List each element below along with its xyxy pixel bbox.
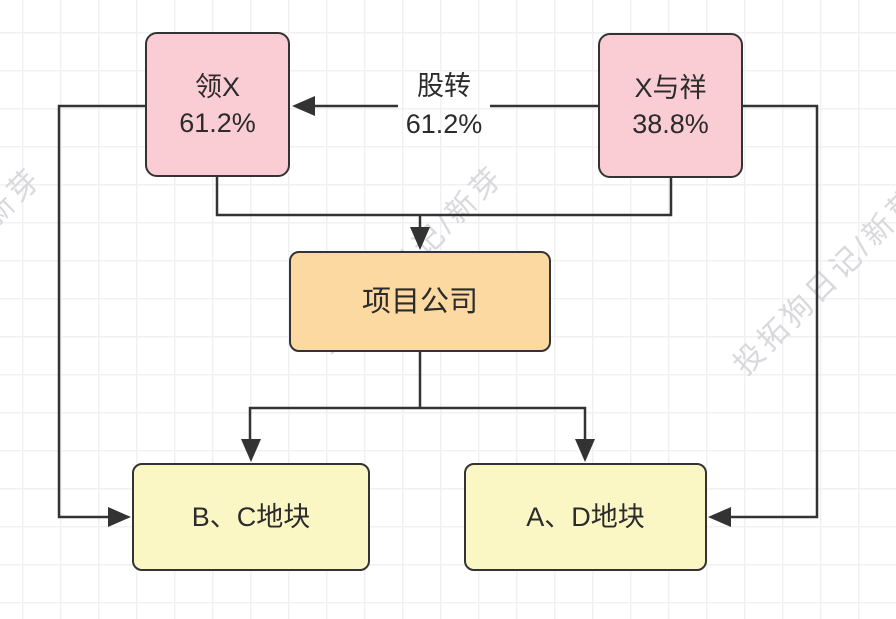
arrowhead-into-parcel-ad-right <box>708 507 731 527</box>
node-percentage: 38.8% <box>632 108 709 139</box>
edge-label-line2: 61.2% <box>405 109 483 139</box>
arrowhead-into-left-shareholder <box>292 96 315 116</box>
edge-label-line1: 股转 <box>417 71 471 101</box>
arrowhead-into-parcel-bc-left <box>108 507 131 527</box>
connector-right-shareholder-to-parcel-ad <box>727 104 819 519</box>
node-label: 领X <box>194 71 240 102</box>
node-project-company: 项目公司 <box>289 251 551 352</box>
arrowhead-into-parcel-ad-top <box>575 439 595 462</box>
connector-left-shareholder-to-parcel-bc <box>57 104 145 519</box>
node-label: 项目公司 <box>361 285 478 318</box>
node-label: B、C地块 <box>191 502 311 532</box>
node-percentage: 61.2% <box>179 107 256 138</box>
edge-label-share-transfer: 股转 61.2% <box>379 67 509 143</box>
connector-project-to-parcels <box>248 352 587 442</box>
arrowhead-into-parcel-bc-top <box>241 439 261 462</box>
node-label: A、D地块 <box>526 502 645 532</box>
node-shareholder-left: 领X 61.2% <box>145 32 290 177</box>
node-shareholder-right: X与祥 38.8% <box>598 33 743 178</box>
node-parcel-ad: A、D地块 <box>464 463 707 571</box>
node-label: X与祥 <box>634 72 707 103</box>
arrowhead-into-project-company <box>410 227 430 250</box>
node-parcel-bc: B、C地块 <box>132 463 370 571</box>
connector-shareholders-to-project <box>215 177 673 217</box>
